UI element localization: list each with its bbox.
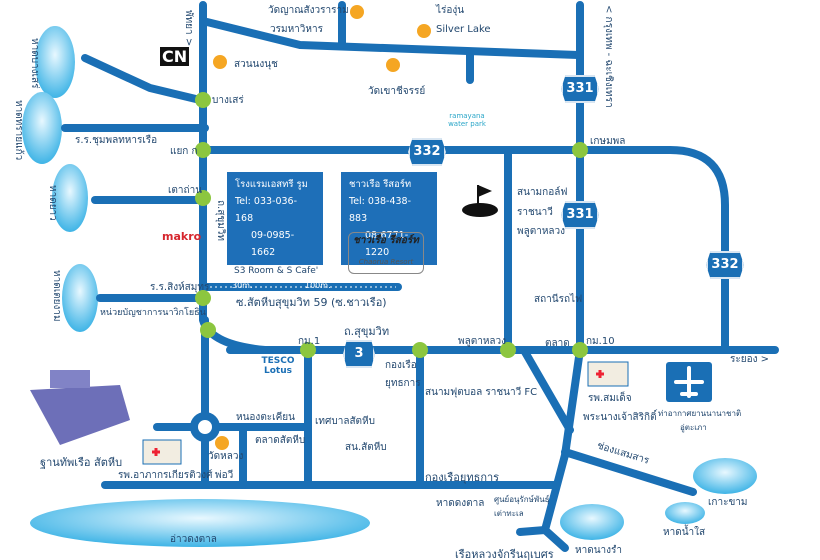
label-km10: กม.10: [586, 336, 615, 347]
info-box-s3: โรงแรมเอสทรี รูม Tel: 033-036-168 09-098…: [227, 172, 323, 265]
info-box-chaorua: ชาวเรือ รีสอร์ท Tel: 038-438-883 08-6771…: [341, 172, 437, 265]
ramayana-logo: ramayana water park: [448, 112, 486, 128]
label-soi-59: ซ.สัตหีบสุขุมวิท 59 (ซ.ชาวเรือ): [236, 296, 387, 309]
label-nongnooch: สวนนงนุช: [234, 59, 278, 70]
label-silver-lake: Silver Lake: [436, 24, 491, 35]
label-km1: กม.1: [298, 336, 321, 347]
golf-icon: [462, 185, 498, 217]
label-junction: แยก ก: [170, 146, 198, 157]
distance-100m: 100m.: [305, 281, 331, 290]
label-marine-corps: หน่วยบัญชาการนาวิกโยธิน: [100, 308, 206, 318]
label-fleet-bottom: กองเรือยุทธการ: [425, 471, 500, 484]
landmark-dots: [213, 5, 431, 450]
route-shield-332: 332: [706, 251, 744, 279]
label-wat-luang: วัดหลวง: [208, 451, 244, 462]
route-shield-331: 331: [561, 75, 599, 103]
info-title: ชาวเรือ รีสอร์ท: [349, 179, 412, 190]
label-school-chumphon: ร.ร.ชุมพลทหารเรือ: [75, 135, 158, 146]
label-golf-3: พลูตาหลวง: [517, 226, 566, 237]
route-shield-332: 332: [408, 138, 446, 166]
tel-label: Tel:: [235, 196, 251, 207]
route-shield-331: 331: [561, 201, 599, 229]
logo-text-en: Chaorua Resort: [358, 258, 414, 266]
cartoon-network-logo: CN: [160, 47, 190, 66]
distance-30m: 30m.: [232, 281, 253, 290]
route-shield-3: 3: [343, 340, 375, 368]
info-title: โรงแรมเอสทรี รูม: [235, 179, 308, 190]
tel-label: Tel:: [349, 196, 365, 207]
ship-icon: [30, 370, 130, 445]
phone-number[interactable]: 08-6771-1220: [365, 230, 409, 258]
airport-icon: [666, 362, 712, 402]
label-s3-room: S3 Room & S Cafe': [234, 266, 319, 276]
label-police: สน.สัตหีบ: [345, 442, 387, 453]
label-dongtan-bay: อ่าวดงตาล: [170, 534, 217, 545]
label-nong-takhian: หนองตะเคียน: [236, 412, 295, 423]
label-naval-base: ฐานทัพเรือ สัตหีบ: [40, 456, 123, 469]
roundabout: [190, 412, 220, 442]
label-sattahip-market: ตลาดสัตหีบ: [255, 435, 306, 446]
label-turtle-center: ศูนย์อนุรักษ์พันธุ์: [494, 495, 550, 504]
label-airport: ท่าอากาศยานนานาชาติ: [658, 409, 742, 418]
direction-north-right: < กรุงเทพ - ฉะเชิงเทรา: [603, 5, 614, 108]
label-wat-yan: วัดญาณสังวราราม: [268, 5, 349, 16]
phone-number[interactable]: 033-036-168: [235, 196, 298, 224]
label-wat-yan-2: วรมหาวิหาร: [270, 24, 323, 35]
direction-north-left: พัทยา >: [183, 10, 194, 47]
label-wat-luang-2: พ่อวี: [215, 470, 234, 481]
logo-text: ชาวเรือ รีสอร์ท: [353, 235, 419, 246]
beach-label: หาดยาว: [47, 185, 58, 221]
beach-label: หาดเตยงาม: [51, 270, 62, 322]
roads: [61, 1, 779, 552]
label-municipal: เทศบาลสัตหีบ: [315, 416, 375, 427]
beach-label: หาดบางเสร่: [29, 38, 40, 89]
tesco-lotus-logo: TESCO Lotus: [261, 356, 295, 376]
label-chakri-ship: เรือหลวงจักรีนฤเบศร: [455, 548, 554, 560]
label-stadium: สนามฟุตบอล ราชนาวี FC: [425, 387, 538, 398]
label-vineyard: ไร่องุ่น: [436, 5, 465, 16]
label-nam-sai-beach: หาดน้ำใส: [663, 527, 706, 538]
label-school-singh: ร.ร.สิงห์สมุทร: [150, 282, 210, 293]
beach-label: หาดทรายแก้ว: [13, 100, 24, 161]
direction-east: ระยอง >: [730, 354, 770, 365]
chaorua-resort-logo: ชาวเรือ รีสอร์ท Chaorua Resort: [348, 232, 424, 274]
makro-logo: makro: [162, 230, 202, 243]
phone-number[interactable]: 09-0985-1662: [251, 230, 295, 258]
label-hospital-2: พระนางเจ้าสิริกิติ์: [583, 412, 657, 423]
label-hospital-apakorn: รพ.อาภากรเกียรติวงศ์: [118, 470, 213, 481]
label-hospital: รพ.สมเด็จ: [588, 393, 632, 404]
phone-number[interactable]: 038-438-883: [349, 196, 412, 224]
label-nangram-beach: หาดนางรำ: [575, 545, 623, 556]
label-train-station: สถานีรถไฟ: [534, 294, 583, 305]
hospital-icon: [142, 361, 629, 465]
label-bang-saray: บางเสร่: [212, 95, 244, 106]
label-turtle-center-2: เต่าทะเล: [494, 509, 524, 518]
label-sukhumvit-road: ถ.สุขุมวิท: [215, 200, 226, 241]
label-sukhumvit: ถ.สุขุมวิท: [344, 325, 390, 338]
water-bodies: [22, 26, 757, 547]
label-golf: สนามกอล์ฟ: [517, 187, 568, 198]
label-wat-khao: วัดเขาชีจรรย์: [368, 86, 426, 97]
label-dongtan-beach: หาดดงตาล: [436, 498, 485, 509]
junctions: [195, 92, 588, 358]
label-fleet-2: ยุทธการ: [385, 378, 421, 389]
label-golf-2: ราชนาวี: [517, 207, 553, 218]
label-plutaluang: พลูตาหลวง: [458, 336, 507, 347]
label-tao-than: เตาถ่าน: [168, 185, 203, 196]
label-kasem: เกษมพล: [590, 136, 626, 147]
label-airport-2: อู่ตะเภา: [680, 423, 707, 432]
label-koh-kham: เกาะขาม: [708, 497, 748, 508]
label-market: ตลาด: [545, 338, 570, 349]
label-fleet: กองเรือ: [385, 360, 417, 371]
